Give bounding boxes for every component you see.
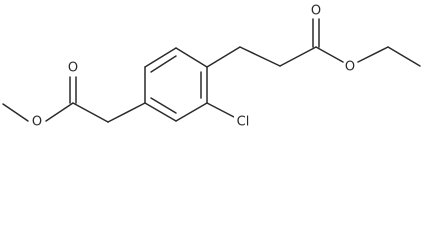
ring-bond xyxy=(175,102,208,122)
chlorine-label: Cl xyxy=(237,115,250,130)
chain-bond xyxy=(107,102,146,123)
ring-inner-double-bond xyxy=(150,55,177,73)
right-ester-oxygen-label: O xyxy=(345,60,355,75)
chain-bond xyxy=(239,46,281,67)
right-propanoate-chain xyxy=(206,18,421,68)
atom-labels: O O Cl O O xyxy=(31,3,356,130)
ring-bond xyxy=(144,47,177,68)
ethyl-bond xyxy=(387,46,421,67)
chemical-structure-diagram: O O Cl O O xyxy=(2,3,421,130)
ring-bonds xyxy=(144,47,208,122)
right-carbonyl-oxygen-label: O xyxy=(311,4,321,19)
chloro-substituent xyxy=(206,102,235,118)
ethyl-bond xyxy=(357,46,389,63)
left-acetate-chain xyxy=(2,76,146,123)
chain-bond xyxy=(279,46,317,67)
c-cl-bond xyxy=(206,102,235,118)
ester-bond xyxy=(45,102,74,122)
ring-bond xyxy=(175,47,208,68)
ring-bond xyxy=(144,102,177,122)
ester-bond xyxy=(315,46,344,63)
chain-bond xyxy=(72,102,109,123)
left-ester-oxygen-label: O xyxy=(32,115,42,130)
methyl-bond xyxy=(2,103,29,122)
chain-bond xyxy=(206,46,241,68)
left-carbonyl-oxygen-label: O xyxy=(68,61,78,76)
ring-inner-double-bond xyxy=(150,97,177,114)
